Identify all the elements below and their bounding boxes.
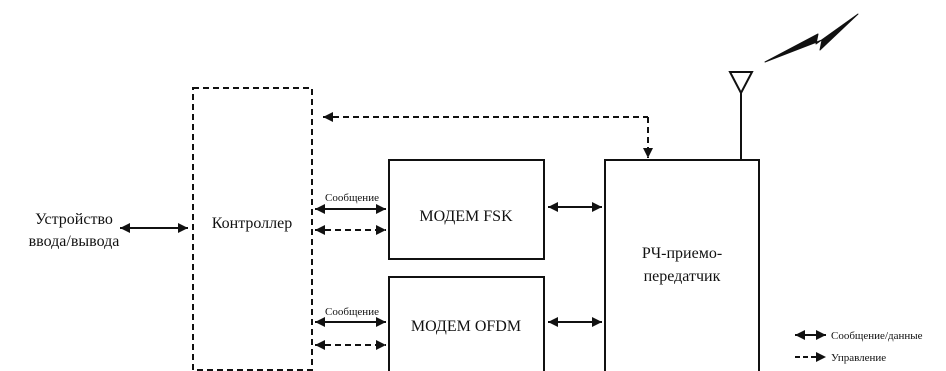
antenna-icon (728, 71, 754, 160)
ofdm-message-label: Сообщение (325, 306, 379, 318)
modem-fsk-block (388, 159, 545, 260)
legend-message-label: Сообщение/данные (831, 330, 923, 342)
rf-transceiver-label-line2: передатчик (644, 268, 721, 285)
rf-transceiver-label-line1: РЧ-приемо- (642, 245, 722, 262)
legend-control-label: Управление (831, 352, 886, 364)
controller-label: Контроллер (212, 215, 292, 232)
io-device-label-line1: Устройство (35, 211, 113, 228)
modem-ofdm-label: МОДЕМ OFDM (411, 318, 521, 335)
fsk-message-label: Сообщение (325, 192, 379, 204)
rf-transceiver-block (604, 159, 760, 371)
lightning-signal-icon (764, 13, 859, 63)
control-line-controller-rf (323, 112, 653, 158)
controller-block (192, 87, 313, 371)
modem-fsk-label: МОДЕМ FSK (419, 208, 513, 225)
legend: Сообщение/данные Управление (795, 330, 923, 364)
io-device-label-line2: ввода/вывода (29, 233, 120, 250)
modem-ofdm-block (388, 276, 545, 371)
